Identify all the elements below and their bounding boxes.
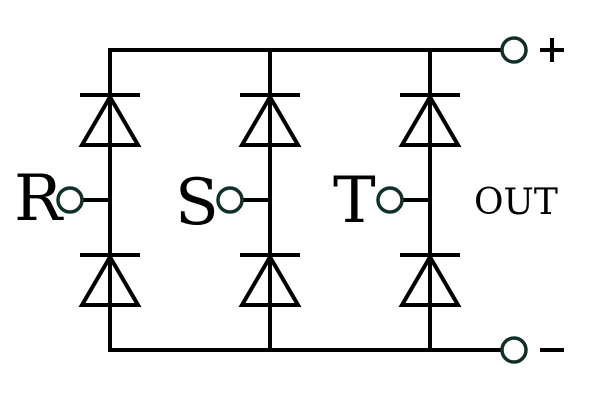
phase-t-label: T [333, 164, 376, 238]
positive-output-terminal [500, 36, 528, 64]
diode-s-lower [238, 253, 302, 307]
diode-t-upper [398, 93, 462, 147]
positive-sign [540, 38, 564, 62]
phase-t-terminal [376, 186, 404, 214]
phase-r-terminal [56, 186, 84, 214]
phase-r-label: R [14, 162, 64, 236]
output-label: OUT [474, 182, 558, 223]
diode-r-lower [78, 253, 142, 307]
diode-s-upper [238, 93, 302, 147]
phase-s-label: S [175, 166, 219, 240]
negative-output-terminal [500, 336, 528, 364]
phase-s-terminal [216, 186, 244, 214]
diode-r-upper [78, 93, 142, 147]
diode-t-lower [398, 253, 462, 307]
